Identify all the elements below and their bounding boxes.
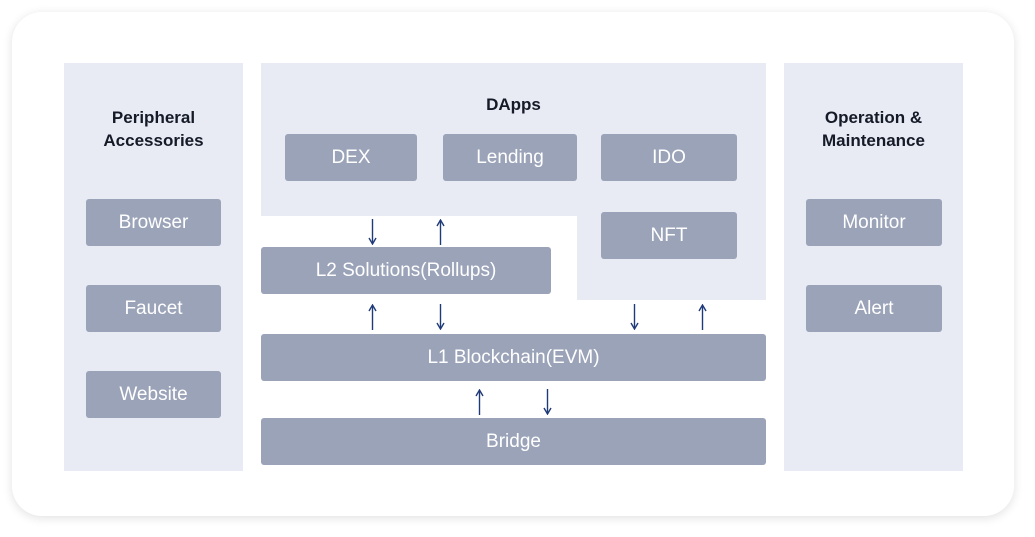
arrow-up-l1-to-l2 [368,304,377,330]
ido-box: IDO [601,134,737,181]
operation-title-line2: Maintenance [822,131,925,150]
bridge-box: Bridge [261,418,766,465]
operation-maintenance-panel [784,63,963,471]
arrow-down-dapps-to-l2 [368,219,377,245]
operation-maintenance-title: Operation & Maintenance [784,106,963,152]
lending-box: Lending [443,134,577,181]
arrow-up-l2-to-dapps [436,219,445,245]
l1-blockchain-box: L1 Blockchain(EVM) [261,334,766,381]
alert-box: Alert [806,285,942,332]
arrow-down-l2-to-l1 [436,304,445,330]
faucet-box: Faucet [86,285,221,332]
website-box: Website [86,371,221,418]
l2-solutions-box: L2 Solutions(Rollups) [261,247,551,294]
arrow-up-bridge-to-l1 [475,389,484,415]
arrow-down-l1-to-bridge [543,389,552,415]
arrow-up-l1-to-dapps [698,304,707,330]
peripheral-title-line2: Accessories [103,131,204,150]
nft-box: NFT [601,212,737,259]
operation-title-line1: Operation & [824,108,923,127]
monitor-box: Monitor [806,199,942,246]
dapps-title: DApps [486,95,541,114]
dex-box: DEX [285,134,417,181]
arrow-down-dapps-to-l1 [630,304,639,330]
browser-box: Browser [86,199,221,246]
peripheral-accessories-title: Peripheral Accessories [64,106,243,152]
peripheral-title-line1: Peripheral [111,108,196,127]
